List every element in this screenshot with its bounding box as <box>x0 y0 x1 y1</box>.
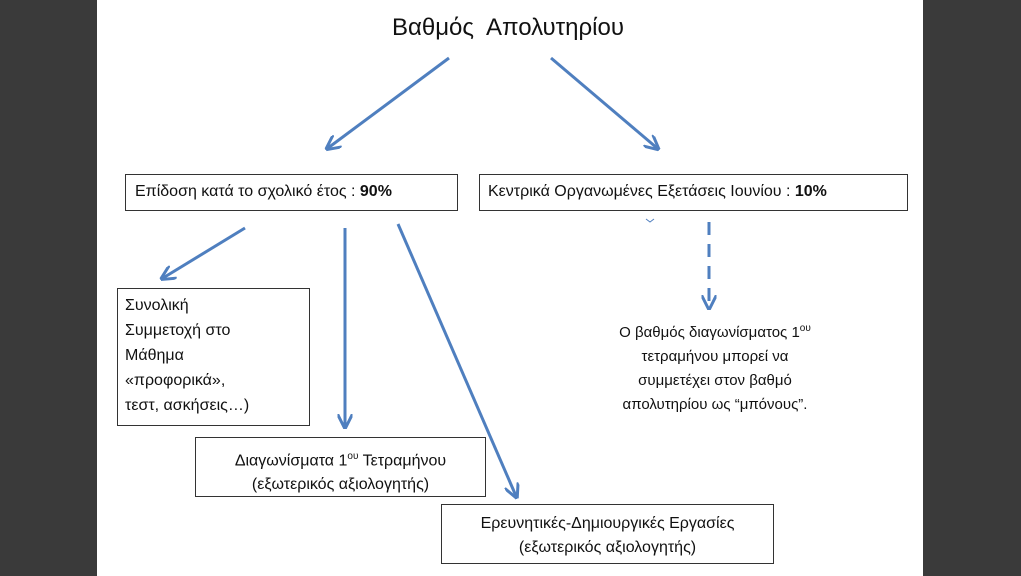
participation-line: Συνολική <box>125 297 189 314</box>
projects-box: Ερευνητικές-Δημιουργικές Εργασίες (εξωτε… <box>441 504 774 564</box>
term-tests-title-suffix: Τετραμήνου <box>358 452 447 470</box>
participation-line: Συμμετοχή στο <box>125 322 231 339</box>
term-tests-title-text: Διαγωνίσματα 1 <box>234 452 348 470</box>
school-year-label: Επίδοση κατά το σχολικό έτος : <box>135 183 360 200</box>
participation-line: τεστ, ασκήσεις…) <box>125 397 250 414</box>
bonus-note-line: Ο βαθμός διαγωνίσματος 1ου <box>580 317 850 345</box>
projects-subtitle: (εξωτερικός αξιολογητής) <box>518 539 697 556</box>
term-tests-superscript: ου <box>347 451 359 462</box>
term-tests-subtitle: (εξωτερικός αξιολογητής) <box>251 476 430 494</box>
term-tests-title: Διαγωνίσματα 1ου Τετραμήνου <box>196 445 485 473</box>
bonus-note: Ο βαθμός διαγωνίσματος 1ου τετραμήνου μπ… <box>580 317 850 417</box>
central-exams-percent: 10% <box>794 183 827 200</box>
participation-line: Μάθημα <box>125 347 184 364</box>
bonus-note-line: τετραμήνου μπορεί να <box>641 348 789 365</box>
participation-line: «προφορικά», <box>125 372 226 389</box>
central-exams-label: Κεντρικά Οργανωμένες Εξετάσεις Ιουνίου : <box>488 183 795 200</box>
bonus-note-line: απολυτηρίου ως “μπόνους”. <box>622 396 808 413</box>
diagram-title: Βαθμός Απολυτηρίου <box>392 14 624 41</box>
school-year-percent: 90% <box>359 183 392 200</box>
participation-box: Συνολική Συμμετοχή στο Μάθημα «προφορικά… <box>117 288 310 426</box>
projects-title: Ερευνητικές-Δημιουργικές Εργασίες <box>480 515 735 532</box>
bonus-note-superscript: ου <box>799 323 811 334</box>
school-year-box: Επίδοση κατά το σχολικό έτος : 90% <box>125 174 458 211</box>
central-exams-box: Κεντρικά Οργανωμένες Εξετάσεις Ιουνίου :… <box>479 174 908 211</box>
term-tests-box: Διαγωνίσματα 1ου Τετραμήνου (εξωτερικός … <box>195 437 486 497</box>
bonus-note-text: Ο βαθμός διαγωνίσματος 1 <box>619 324 800 341</box>
bonus-note-line: συμμετέχει στον βαθμό <box>638 372 792 389</box>
